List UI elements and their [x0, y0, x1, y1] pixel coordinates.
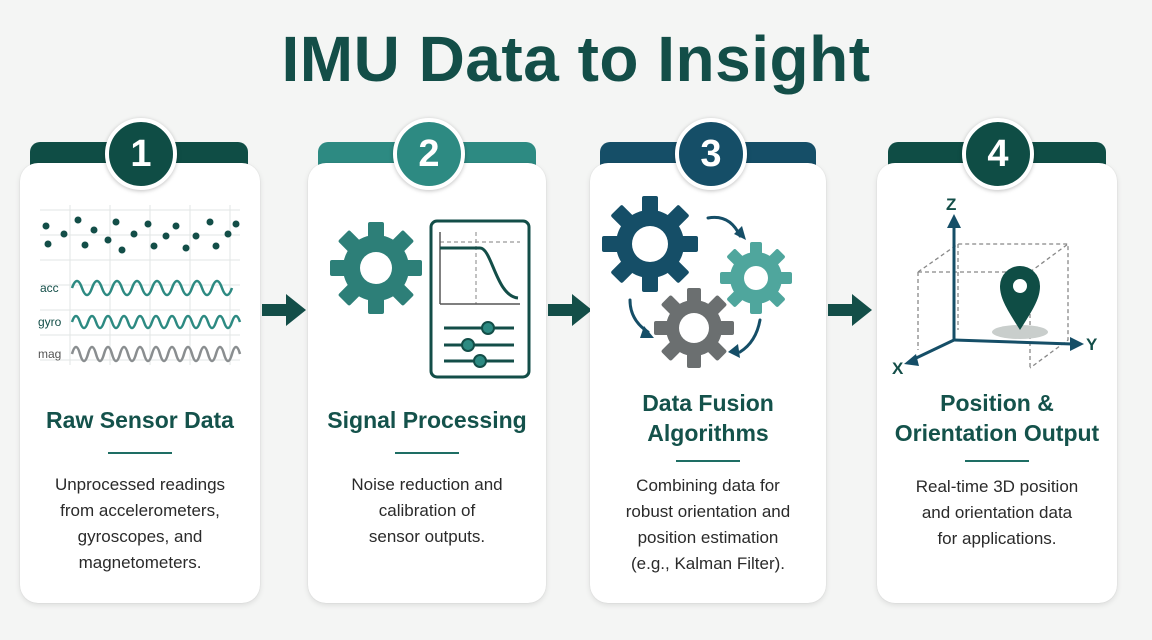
- arrow-right-icon: [548, 294, 592, 326]
- step-3-description: Combining data for robust orientation an…: [625, 476, 791, 573]
- step-1-badge: 1: [105, 118, 177, 190]
- step-4-divider: [965, 460, 1029, 462]
- step-4-title: Position & Orientation Output: [894, 390, 1100, 446]
- axis-label-z: Z: [946, 195, 956, 214]
- step-3-divider: [676, 460, 740, 462]
- step-2-divider: [395, 452, 459, 454]
- slider-controls: [444, 321, 514, 368]
- step-2-description: Noise reduction and calibration of senso…: [351, 475, 503, 546]
- mag-waveform: [70, 345, 242, 363]
- arrow-right-icon: [828, 294, 872, 326]
- step-4-card: [877, 163, 1117, 603]
- gear-icon: [330, 222, 422, 314]
- step-2-title: Signal Processing: [327, 407, 527, 433]
- signal-label-acc: acc: [40, 281, 59, 295]
- page-title: IMU Data to Insight: [281, 23, 871, 95]
- step-4-description: Real-time 3D position and orientation da…: [915, 477, 1079, 548]
- axis-label-x: X: [892, 359, 904, 378]
- step-1-card: [20, 163, 260, 603]
- location-pin-icon: [1000, 266, 1040, 330]
- step-3-badge: 3: [675, 118, 747, 190]
- step-4-badge: 4: [962, 118, 1034, 190]
- step-2-badge: 2: [393, 118, 465, 190]
- acc-waveform: [70, 279, 234, 297]
- sensor-waveforms-icon: acc gyro mag: [38, 205, 242, 365]
- step-1-divider: [108, 452, 172, 454]
- 3d-axes-location-icon: Z Y X: [892, 195, 1098, 378]
- step-3-title: Data Fusion Algorithms: [642, 390, 774, 446]
- step-1-description: Unprocessed readings from accelerometers…: [54, 475, 226, 572]
- gears-cycle-icon: [602, 196, 792, 368]
- step-1-title: Raw Sensor Data: [46, 407, 234, 433]
- signal-label-mag: mag: [38, 347, 61, 361]
- filter-panel-icon: [429, 219, 531, 379]
- axis-label-y: Y: [1086, 335, 1098, 354]
- arrow-right-icon: [262, 294, 306, 326]
- signal-label-gyro: gyro: [38, 315, 62, 329]
- gyro-waveform: [70, 314, 242, 330]
